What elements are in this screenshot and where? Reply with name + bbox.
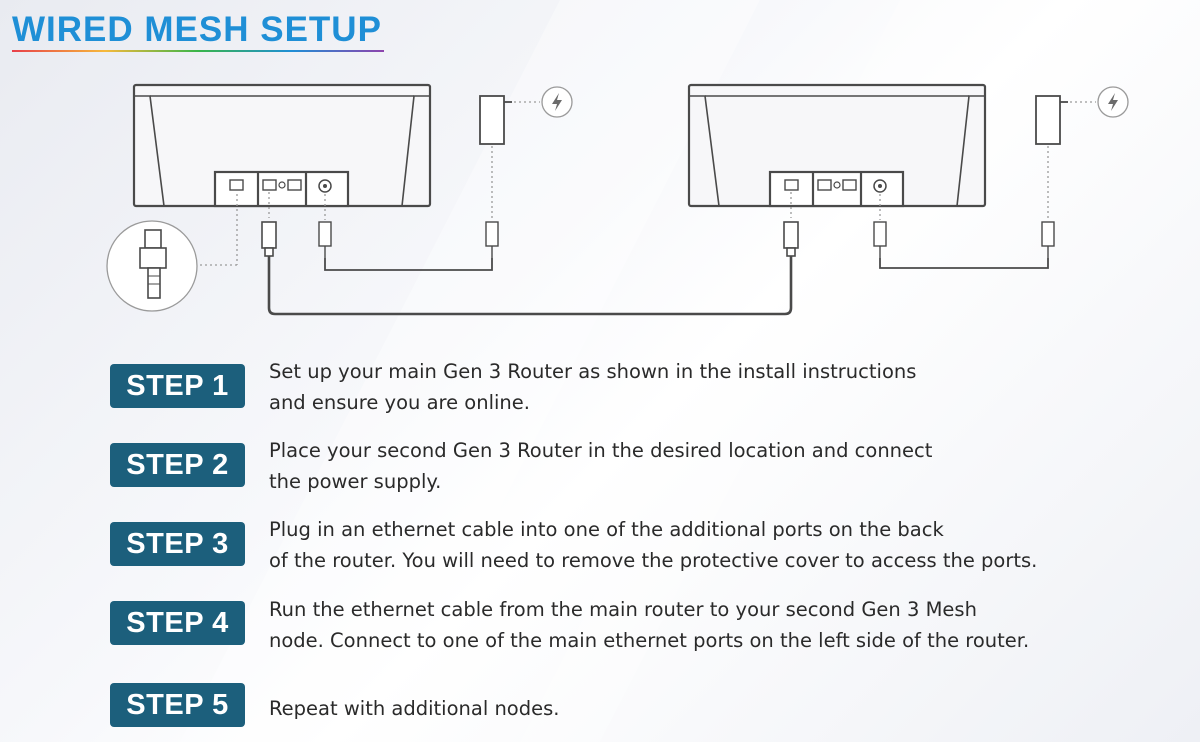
port-cover-closeup: [106, 220, 198, 312]
power-plug: [1041, 221, 1055, 258]
title-underline: [12, 50, 384, 52]
sync-icon: [833, 181, 841, 189]
power-plug: [873, 221, 887, 258]
ethernet-port-icon: [784, 179, 857, 191]
ethernet-plug: [261, 221, 277, 257]
power-adapter: [479, 95, 512, 145]
power-cable: [879, 258, 1049, 269]
step-1-text: Set up your main Gen 3 Router as shown i…: [269, 356, 1169, 418]
wired-mesh-diagram: [106, 83, 1129, 316]
step-4-badge: STEP 4: [110, 601, 245, 645]
step-4-line-2: node. Connect to one of the main etherne…: [269, 629, 1030, 652]
main-router: [132, 83, 432, 208]
power-plug: [485, 221, 499, 258]
step-2-badge: STEP 2: [110, 443, 245, 487]
power-plug: [318, 221, 332, 258]
step-2-text: Place your second Gen 3 Router in the de…: [269, 435, 1169, 497]
page-title: WIRED MESH SETUP: [12, 10, 382, 49]
power-port-icon: [873, 179, 887, 193]
step-4-line-1: Run the ethernet cable from the main rou…: [269, 598, 977, 621]
step-3-line-2: of the router. You will need to remove t…: [269, 549, 1038, 572]
sync-icon: [278, 181, 286, 189]
ethernet-cable: [267, 256, 793, 316]
step-5-text: Repeat with additional nodes.: [269, 693, 1169, 724]
second-router: [687, 83, 987, 208]
step-3-text: Plug in an ethernet cable into one of th…: [269, 514, 1169, 576]
power-cable: [324, 258, 493, 271]
ethernet-plug: [783, 221, 799, 257]
step-3-badge: STEP 3: [110, 522, 245, 566]
power-adapter: [1035, 95, 1068, 145]
power-bolt-icon: [541, 86, 573, 118]
step-5-line-1: Repeat with additional nodes.: [269, 697, 560, 720]
power-bolt-icon: [1097, 86, 1129, 118]
step-5-badge: STEP 5: [110, 683, 245, 727]
power-port-icon: [318, 179, 332, 193]
step-1-line-2: and ensure you are online.: [269, 391, 530, 414]
ethernet-port-icon: [229, 179, 302, 191]
step-2-line-1: Place your second Gen 3 Router in the de…: [269, 439, 933, 462]
step-1-badge: STEP 1: [110, 364, 245, 408]
step-2-line-2: the power supply.: [269, 470, 442, 493]
step-4-text: Run the ethernet cable from the main rou…: [269, 594, 1169, 656]
step-1-line-1: Set up your main Gen 3 Router as shown i…: [269, 360, 917, 383]
step-3-line-1: Plug in an ethernet cable into one of th…: [269, 518, 944, 541]
